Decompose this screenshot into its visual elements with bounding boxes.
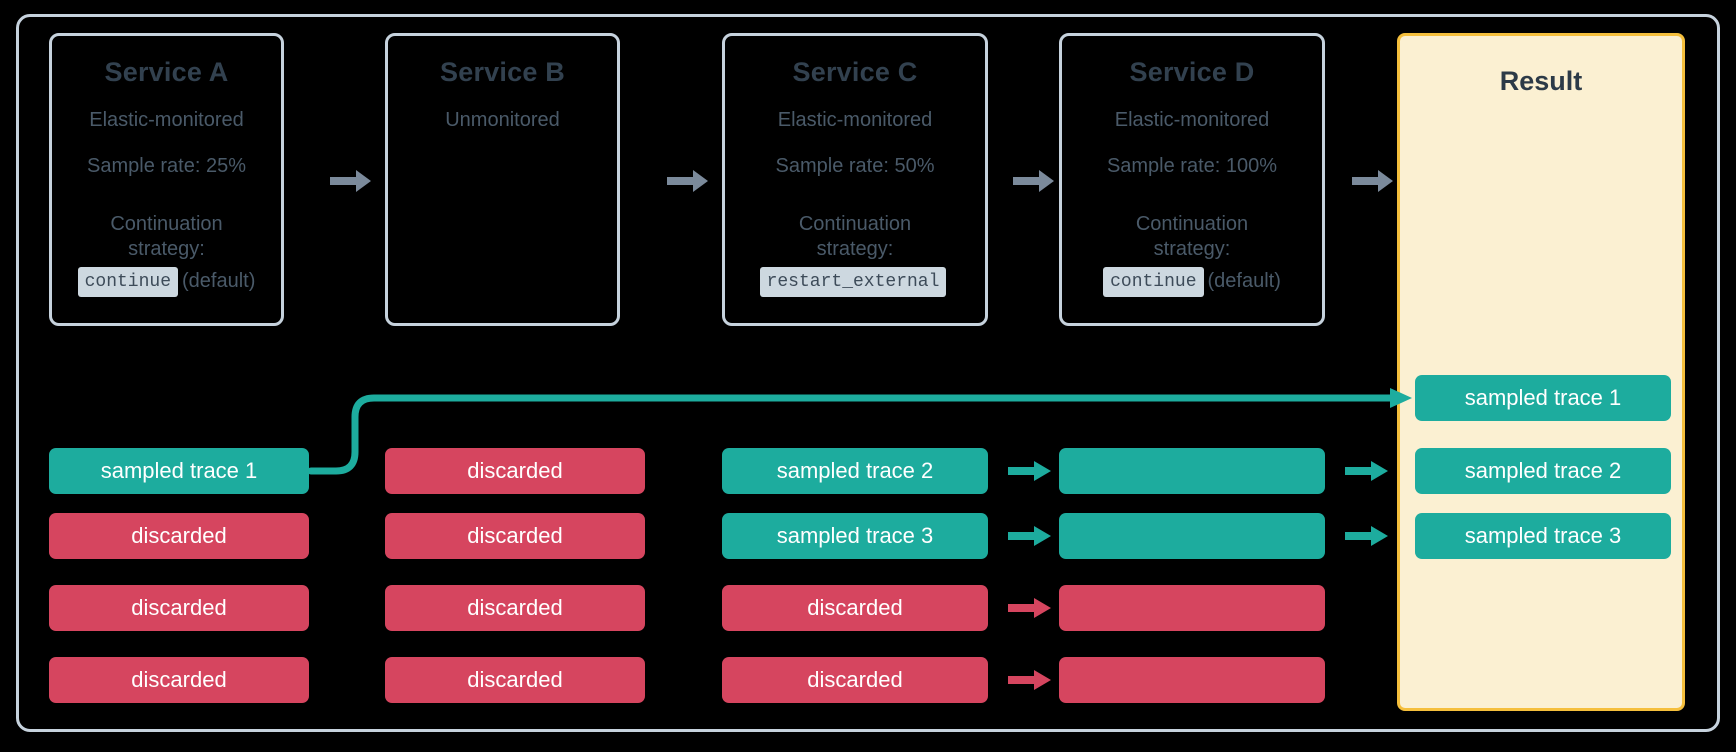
trace-pill-a-1: sampled trace 1 — [49, 448, 309, 494]
trace-pill-label: discarded — [467, 667, 563, 692]
trace-pill-d-4 — [1059, 657, 1325, 703]
arrow-right-icon — [1008, 460, 1052, 482]
trace-pill-c-3: discarded — [722, 585, 988, 631]
service-title: Service B — [440, 57, 565, 87]
service-strategy-label: Continuation strategy: — [1062, 212, 1322, 263]
trace-pill-label: sampled trace 3 — [776, 523, 934, 548]
result-trace-pill-1: sampled trace 1 — [1415, 375, 1671, 421]
service-strategy-value-row: restart_external — [725, 266, 985, 297]
result-title: Result — [1499, 66, 1583, 96]
service-strategy-label-line1: Continuation — [110, 212, 223, 235]
result-trace-label: sampled trace 3 — [1464, 523, 1622, 548]
trace-pill-d-2 — [1059, 513, 1325, 559]
arrow-right-icon — [1008, 525, 1052, 547]
trace-pill-b-3: discarded — [385, 585, 645, 631]
result-trace-label: sampled trace 1 — [1464, 385, 1622, 410]
service-sample-rate: Sample rate: 100% — [1106, 154, 1278, 177]
service-monitoring-status: Unmonitored — [445, 108, 560, 131]
trace-pill-b-2: discarded — [385, 513, 645, 559]
trace-pill-label: discarded — [131, 595, 227, 620]
trace-pill-d-1 — [1059, 448, 1325, 494]
trace-pill-label: sampled trace 1 — [100, 458, 258, 483]
trace-pill-a-4: discarded — [49, 657, 309, 703]
service-strategy-label-line2: strategy: — [816, 238, 894, 261]
arrow-right-icon — [1008, 597, 1052, 619]
trace-pill-a-3: discarded — [49, 585, 309, 631]
arrow-right-icon — [330, 168, 372, 194]
service-strategy-note: (default) — [1207, 270, 1281, 293]
service-strategy-value: continue — [77, 266, 179, 297]
service-strategy-label-line1: Continuation — [1135, 212, 1249, 235]
result-trace-label: sampled trace 2 — [1464, 458, 1622, 483]
service-monitoring-status: Elastic-monitored — [89, 108, 244, 131]
arrow-right-icon — [1352, 168, 1394, 194]
service-strategy-label: Continuation strategy: — [52, 212, 281, 263]
trace-pill-label: discarded — [131, 667, 227, 692]
trace-pill-c-4: discarded — [722, 657, 988, 703]
service-strategy-value-row: continue(default) — [52, 266, 281, 297]
service-strategy-label-line2: strategy: — [128, 238, 205, 261]
service-strategy-label: Continuation strategy: — [725, 212, 985, 263]
trace-pill-c-2: sampled trace 3 — [722, 513, 988, 559]
arrow-right-icon — [1345, 525, 1389, 547]
service-strategy-label-line2: strategy: — [1153, 238, 1231, 261]
service-title: Service C — [792, 57, 918, 87]
service-box-c: Service C Elastic-monitored Sample rate:… — [722, 33, 988, 326]
trace-pill-b-4: discarded — [385, 657, 645, 703]
arrow-right-icon — [1013, 168, 1055, 194]
service-strategy-label-line1: Continuation — [798, 212, 912, 235]
service-box-a: Service A Elastic-monitored Sample rate:… — [49, 33, 284, 326]
service-strategy-value-row: continue(default) — [1062, 266, 1322, 297]
service-sample-rate: Sample rate: 50% — [775, 154, 935, 177]
service-strategy-note: (default) — [182, 270, 256, 293]
service-box-d: Service D Elastic-monitored Sample rate:… — [1059, 33, 1325, 326]
result-trace-pill-2: sampled trace 2 — [1415, 448, 1671, 494]
trace-pill-label: sampled trace 2 — [776, 458, 934, 483]
arrow-right-icon — [1345, 460, 1389, 482]
arrow-right-icon — [1008, 669, 1052, 691]
trace-pill-label: discarded — [467, 595, 563, 620]
service-title: Service D — [1129, 57, 1255, 87]
service-strategy-value: continue — [1103, 266, 1204, 297]
service-sample-rate: Sample rate: 25% — [87, 154, 246, 177]
trace-pill-label: discarded — [467, 523, 563, 548]
service-monitoring-status: Elastic-monitored — [1114, 108, 1270, 131]
trace-pill-label: discarded — [807, 667, 903, 692]
trace-pill-c-1: sampled trace 2 — [722, 448, 988, 494]
service-box-b: Service B Unmonitored — [385, 33, 620, 326]
arrow-right-icon — [667, 168, 709, 194]
service-title: Service A — [104, 57, 229, 87]
trace-pill-label: discarded — [467, 458, 563, 483]
trace-pill-label: discarded — [131, 523, 227, 548]
service-strategy-value: restart_external — [759, 266, 947, 297]
trace-pill-d-3 — [1059, 585, 1325, 631]
trace-pill-b-1: discarded — [385, 448, 645, 494]
trace-pill-label: discarded — [807, 595, 903, 620]
result-panel: Result — [1397, 33, 1685, 711]
service-monitoring-status: Elastic-monitored — [777, 108, 933, 131]
trace-pill-a-2: discarded — [49, 513, 309, 559]
result-trace-pill-3: sampled trace 3 — [1415, 513, 1671, 559]
